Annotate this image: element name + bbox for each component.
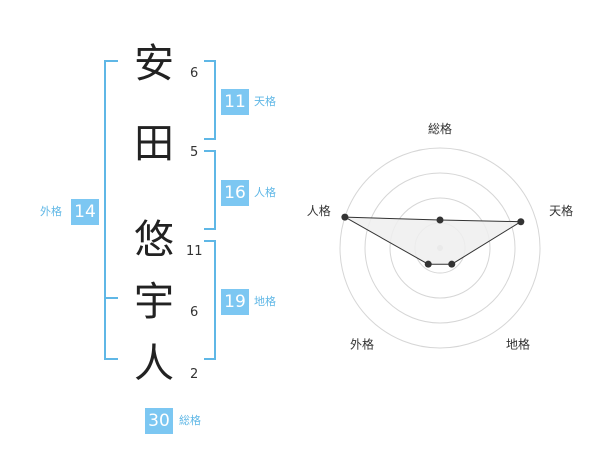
name-char-4: 宇 [134, 279, 174, 325]
radar-axis-label-5: 人格 [307, 203, 331, 218]
chikaku-bracket [204, 240, 216, 360]
radar-axis-label-2: 天格 [549, 203, 573, 218]
gaikaku-value-badge: 14 [71, 199, 99, 225]
jinkaku-label: 人格 [254, 186, 276, 199]
stroke-count-3: 11 [186, 244, 203, 259]
radar-axis-label-3: 地格 [506, 336, 530, 351]
jinkaku-value-badge: 16 [221, 180, 249, 206]
gaikaku-label: 外格 [40, 205, 62, 218]
name-char-3: 悠 [134, 217, 174, 263]
radar-axis-label-4: 外格 [350, 336, 374, 351]
name-char-1: 安 [134, 41, 174, 87]
name-char-5: 人 [134, 341, 174, 387]
stroke-count-1: 6 [190, 66, 199, 81]
radar-point-3 [448, 260, 456, 268]
radar-point-1 [436, 216, 444, 224]
radar-ring-2 [389, 197, 491, 299]
stroke-count-2: 5 [190, 145, 199, 160]
radar-area-polygon [344, 216, 523, 265]
tenkaku-value-badge: 11 [221, 89, 249, 115]
gaikaku-bracket [104, 60, 118, 360]
tenkaku-label: 天格 [254, 95, 276, 108]
gaikaku-bracket-tick [104, 297, 118, 299]
tenkaku-bracket [204, 60, 216, 140]
chikaku-label: 地格 [254, 295, 276, 308]
chikaku-value-badge: 19 [221, 289, 249, 315]
radar-point-2 [517, 218, 525, 226]
radar-axis-label-1: 総格 [428, 121, 452, 136]
radar-point-4 [424, 260, 432, 268]
radar-ring-3 [364, 172, 516, 324]
stroke-count-4: 6 [190, 305, 199, 320]
radar-ring-4 [339, 147, 541, 349]
name-char-2: 田 [134, 121, 174, 167]
stroke-count-5: 2 [190, 367, 199, 382]
soukaku-value-badge: 30 [145, 408, 173, 434]
jinkaku-bracket [204, 150, 216, 230]
soukaku-label: 総格 [179, 414, 201, 427]
radar-point-5 [341, 213, 349, 221]
